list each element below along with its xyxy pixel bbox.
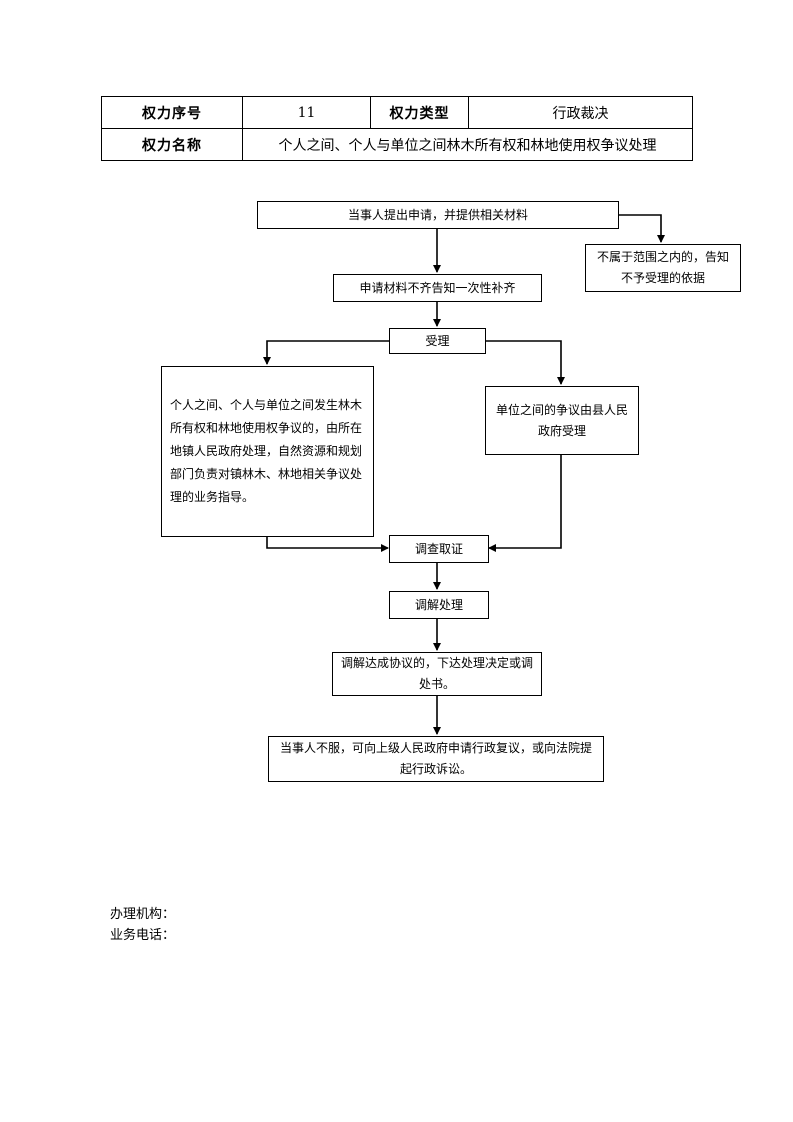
node-reject: 不属于范围之内的，告知不予受理的依据: [585, 244, 741, 292]
info-table: 权力序号 11 权力类型 行政裁决 权力名称 个人之间、个人与单位之间林木所有权…: [101, 96, 693, 161]
node-supplement: 申请材料不齐告知一次性补齐: [333, 274, 542, 302]
footer-phone-label: 业务电话：: [110, 928, 176, 943]
node-apply: 当事人提出申请，并提供相关材料: [257, 201, 619, 229]
arrow-county-to-investigate: [488, 455, 562, 552]
node-appeal: 当事人不服，可向上级人民政府申请行政复议，或向法院提起行政诉讼。: [268, 736, 604, 782]
node-decision: 调解达成协议的，下达处理决定或调处书。: [332, 652, 542, 696]
node-investigate: 调查取证: [389, 535, 489, 563]
label-power-seq: 权力序号: [101, 96, 243, 129]
arrow-accept-to-town: [263, 340, 389, 365]
node-accept: 受理: [389, 328, 486, 354]
value-power-name: 个人之间、个人与单位之间林木所有权和林地使用权争议处理: [242, 128, 693, 161]
footer-office-label: 办理机构：: [110, 907, 176, 922]
arrow-accept-to-county: [486, 340, 565, 385]
arrow-town-to-investigate: [266, 537, 389, 552]
arrow-apply-to-reject: [619, 214, 665, 243]
node-county-government: 单位之间的争议由县人民政府受理: [485, 386, 639, 455]
value-power-seq: 11: [242, 96, 371, 129]
node-town-government: 个人之间、个人与单位之间发生林木所有权和林地使用权争议的，由所在地镇人民政府处理…: [161, 366, 374, 537]
value-power-type: 行政裁决: [468, 96, 693, 129]
node-mediate: 调解处理: [389, 591, 489, 619]
